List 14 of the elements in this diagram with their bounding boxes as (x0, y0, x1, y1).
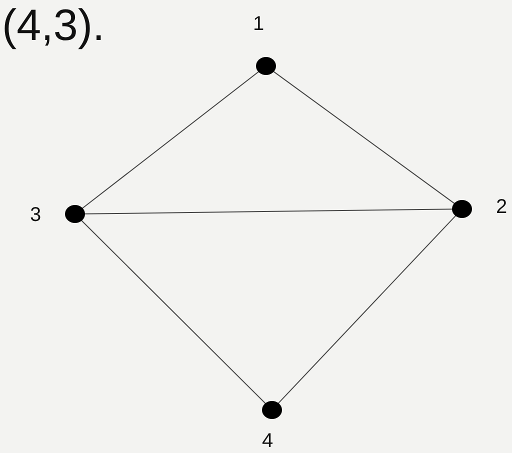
vertex-dot (256, 57, 276, 75)
graph-edge (272, 70, 456, 204)
vertex-dot (262, 401, 282, 419)
vertex-label: 1 (253, 14, 264, 34)
graph-edge (278, 215, 456, 404)
heading-fragment: (4,3). (2, 2, 105, 50)
vertex-dot (65, 205, 85, 223)
vertex-dot (452, 200, 472, 218)
vertex-label: 3 (30, 205, 42, 225)
vertex-label: 2 (496, 197, 508, 217)
vertex-label: 4 (262, 431, 274, 451)
graph-edge (82, 71, 260, 209)
graph-edge (80, 220, 266, 404)
graph-edge (84, 208, 454, 214)
